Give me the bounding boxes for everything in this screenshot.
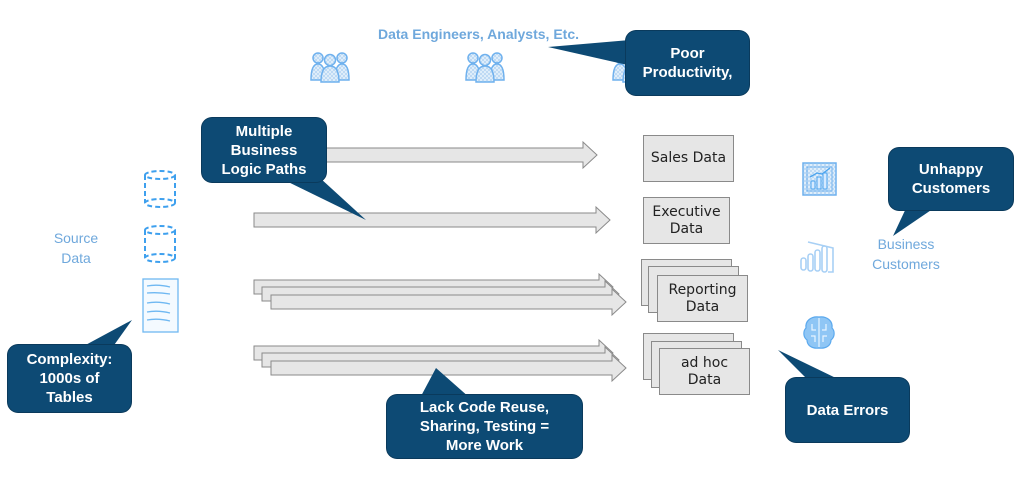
sales-data-box: Sales Data	[643, 135, 734, 182]
database-icon	[144, 170, 176, 208]
arrow-executive	[253, 205, 611, 235]
reporting-data-box: Reporting Data	[657, 275, 748, 322]
ai-brain-icon	[803, 316, 835, 349]
arrow-adhoc-3	[270, 353, 627, 383]
callout-tail	[893, 204, 940, 236]
bar-chart-dashboard-icon	[802, 162, 837, 196]
adhoc-data-box: ad hoc Data	[659, 348, 750, 395]
table-document-icon	[142, 278, 179, 333]
callout-tail	[548, 40, 632, 66]
team-label: Data Engineers, Analysts, Etc.	[378, 26, 579, 42]
callout-unhappy-customers: Unhappy Customers	[889, 148, 1013, 210]
source-data-label: Source Data	[53, 230, 99, 266]
callout-tail	[778, 350, 840, 380]
executive-data-label: Executive Data	[652, 203, 721, 237]
adhoc-data-label: ad hoc Data	[680, 354, 729, 388]
callout-tail	[280, 178, 366, 220]
arrow-sales	[319, 140, 598, 170]
callout-tail	[80, 320, 132, 348]
sales-data-label: Sales Data	[650, 150, 727, 166]
people-icon	[310, 52, 350, 83]
executive-data-box: Executive Data	[643, 197, 730, 244]
callout-poor-productivity: Poor Productivity,	[626, 31, 749, 95]
callout-logic-paths: Multiple Business Logic Paths	[202, 118, 326, 182]
callout-data-errors: Data Errors	[786, 378, 909, 442]
power-bi-icon	[800, 241, 834, 273]
callout-tail	[420, 368, 470, 398]
callout-complexity: Complexity: 1000s of Tables	[8, 345, 131, 412]
reporting-data-label: Reporting Data	[668, 281, 737, 315]
data-flow-arrows	[253, 140, 627, 383]
arrow-reporting-3	[270, 287, 627, 317]
business-customers-label: Business Customers	[872, 236, 940, 272]
people-icon	[465, 52, 505, 83]
database-icon	[144, 225, 176, 263]
callout-code-reuse: Lack Code Reuse, Sharing, Testing = More…	[387, 395, 582, 458]
